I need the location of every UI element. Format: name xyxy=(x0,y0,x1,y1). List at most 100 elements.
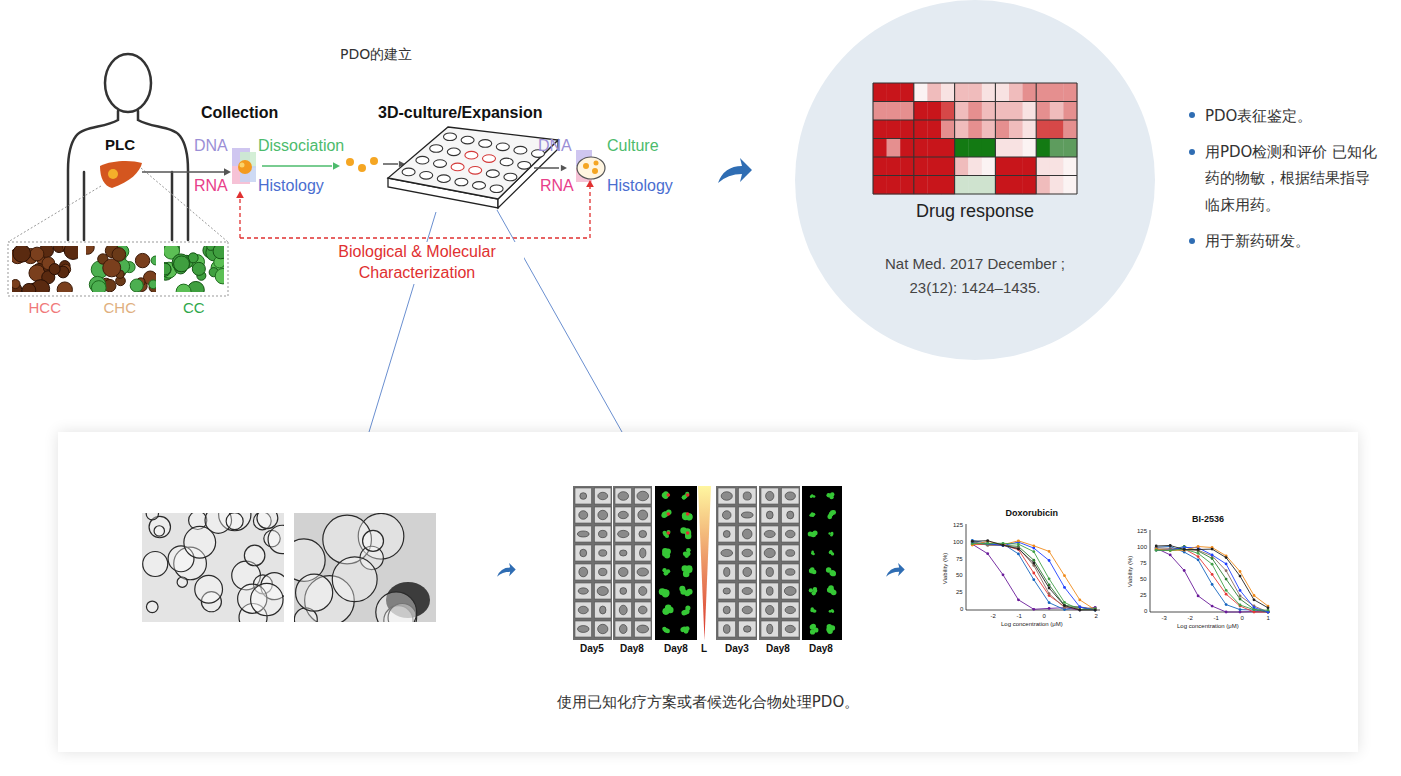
organoid-sphere xyxy=(177,577,187,587)
well-image xyxy=(615,583,632,599)
dead-cell xyxy=(667,493,671,497)
data-point xyxy=(986,552,989,555)
tissue-sample xyxy=(238,160,252,174)
cell-dot xyxy=(358,164,366,172)
data-point xyxy=(1155,548,1158,551)
data-point xyxy=(1078,606,1081,609)
live-cell xyxy=(829,588,835,594)
body-outline xyxy=(68,111,188,240)
bullet-dot xyxy=(1189,112,1195,118)
data-point xyxy=(1169,549,1172,552)
heatmap-cell xyxy=(1009,102,1023,121)
day-label: Day8 xyxy=(664,643,688,655)
data-point xyxy=(1063,586,1066,589)
data-point xyxy=(971,542,974,545)
panel-caption: 使用已知化疗方案或者候选化合物处理PDO。 xyxy=(58,691,1358,713)
well-image xyxy=(739,602,757,618)
live-cell xyxy=(665,605,672,612)
organoid xyxy=(578,588,588,594)
heatmap-cell xyxy=(955,120,969,139)
flow-arrow xyxy=(497,563,516,577)
organoid xyxy=(785,625,795,632)
data-point xyxy=(1239,605,1242,608)
live-cell xyxy=(810,495,813,498)
well-image xyxy=(635,526,652,542)
well-image xyxy=(718,526,736,542)
well-image xyxy=(718,621,736,637)
data-point xyxy=(1032,544,1035,547)
chart-label: Log concentration (μM) xyxy=(1001,621,1063,628)
organoid xyxy=(598,510,608,519)
plate-well xyxy=(461,136,474,144)
well-image xyxy=(615,564,632,580)
dead-cell xyxy=(667,512,671,516)
live-cell xyxy=(663,571,667,575)
live-cell xyxy=(830,492,834,496)
tissue-cell xyxy=(86,246,94,254)
data-point xyxy=(1002,573,1005,576)
plate-well xyxy=(437,175,450,183)
heatmap-cell xyxy=(900,120,914,139)
bullet-text: 用于新药研发。 xyxy=(1205,228,1383,254)
data-point xyxy=(1078,608,1081,611)
organoid xyxy=(721,492,732,501)
organoid xyxy=(598,530,607,537)
live-cell xyxy=(662,591,669,598)
flow-line xyxy=(142,171,224,173)
dose-curve xyxy=(1156,546,1268,612)
well-image xyxy=(739,621,757,637)
heatmap-cell xyxy=(1063,120,1077,139)
tissue-cell xyxy=(49,264,60,275)
organoid xyxy=(723,606,730,614)
heatmap-cell xyxy=(873,157,887,176)
heatmap-cell xyxy=(982,157,996,176)
heatmap-cell xyxy=(887,139,901,158)
tissue-cell xyxy=(13,246,31,262)
organoid xyxy=(578,606,588,614)
well-image xyxy=(615,621,632,637)
result-title: Drug response xyxy=(795,200,1155,222)
heatmap-cell xyxy=(1023,157,1037,176)
data-point xyxy=(986,539,989,542)
data-point xyxy=(1253,608,1256,611)
tissue-cell xyxy=(172,254,190,272)
heatmap-cell xyxy=(955,102,969,121)
dose-curve xyxy=(972,541,1095,609)
live-cell xyxy=(685,605,690,610)
data-point xyxy=(1078,599,1081,602)
zoom-line xyxy=(8,186,101,242)
liver xyxy=(100,161,142,188)
live-cell xyxy=(831,610,834,613)
heatmap-cell xyxy=(887,83,901,102)
well-image xyxy=(595,564,612,580)
organoid xyxy=(786,569,795,576)
data-point xyxy=(1183,548,1186,551)
tissue-cell xyxy=(164,263,171,275)
dose-curve xyxy=(1156,547,1268,613)
well-image xyxy=(575,583,592,599)
organoid xyxy=(637,491,649,501)
well-image xyxy=(575,526,592,542)
data-point xyxy=(1239,575,1242,578)
data-point xyxy=(1253,598,1256,601)
figure-label: Dissociation xyxy=(258,137,344,155)
organoid xyxy=(742,529,752,539)
data-point xyxy=(1078,609,1081,612)
chart-label: BI-2536 xyxy=(1192,514,1224,524)
organoid xyxy=(600,606,606,614)
chart-label: 125 xyxy=(953,522,963,529)
heatmap-cell xyxy=(955,176,969,195)
heatmap-cell xyxy=(914,83,928,102)
organoid xyxy=(766,587,773,595)
organoid xyxy=(638,510,648,520)
heatmap-cell xyxy=(914,176,928,195)
plate-well xyxy=(444,133,457,141)
data-point xyxy=(1211,573,1214,576)
data-point xyxy=(1094,609,1097,612)
organoid xyxy=(618,567,628,576)
cell-dot xyxy=(346,158,354,166)
figure-label: CC xyxy=(183,299,205,316)
plate-well xyxy=(455,178,468,186)
chart-label: Doxorubicin xyxy=(1006,508,1059,518)
tissue-cell xyxy=(57,282,72,292)
